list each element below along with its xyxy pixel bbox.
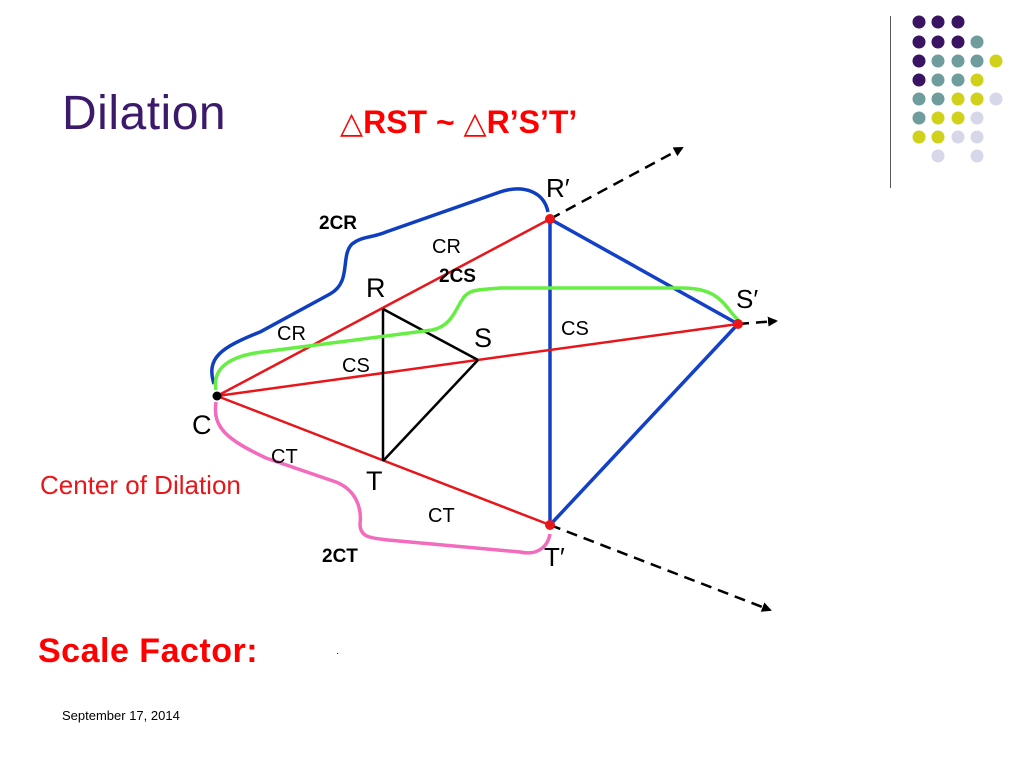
ray-c-r-prime	[216, 217, 551, 398]
label-t: T	[366, 466, 383, 496]
label-ct-inner: CT	[271, 446, 298, 468]
label-r: R	[366, 273, 386, 303]
brace-2ct	[213, 401, 552, 555]
triangle-symbol-icon: △	[340, 107, 364, 140]
point-s-prime-marker	[733, 319, 743, 329]
similarity-statement: △RST ~ △R’S’T’	[340, 104, 577, 141]
brace-2cr	[210, 187, 550, 385]
scale-factor-label: Scale Factor:	[38, 632, 259, 670]
label-r-prime: R′	[546, 173, 570, 203]
label-s: S	[474, 323, 492, 353]
scale-factor-value: ·	[336, 648, 340, 659]
center-of-dilation-label: Center of Dilation	[40, 470, 241, 500]
side-s-prime-t-prime	[548, 322, 740, 527]
point-r-prime-marker	[545, 214, 555, 224]
triangle-symbol-icon-2: △	[463, 107, 487, 140]
label-2ct: 2CT	[322, 546, 358, 567]
label-cr-outer: CR	[432, 236, 461, 258]
label-ct-outer: CT	[428, 505, 455, 527]
side-s-t	[382, 359, 479, 462]
ray-extension-t	[549, 523, 772, 612]
label-s-prime: S′	[736, 284, 758, 314]
similarity-relation: ~	[427, 104, 464, 140]
similarity-left-triangle: RST	[363, 104, 428, 140]
footer-date: September 17, 2014	[62, 708, 180, 723]
ray-extension-s	[737, 316, 778, 327]
point-c-marker	[212, 391, 222, 401]
brace-2cs	[213, 286, 740, 391]
point-t-prime-marker	[545, 520, 555, 530]
side-r-s	[382, 307, 479, 362]
side-r-prime-s-prime	[549, 217, 739, 326]
label-cs-inner: CS	[342, 355, 370, 377]
label-2cr: 2CR	[319, 213, 357, 234]
similarity-right-triangle: R’S’T’	[486, 104, 578, 140]
vertical-divider	[890, 16, 891, 188]
label-cr-inner: CR	[277, 323, 306, 345]
slide-title: Dilation	[62, 87, 227, 140]
label-cs-outer: CS	[561, 318, 589, 340]
ray-extension-r	[549, 146, 684, 221]
label-2cs: 2CS	[439, 266, 476, 287]
label-c: C	[192, 410, 212, 440]
label-t-prime: T′	[544, 542, 565, 572]
